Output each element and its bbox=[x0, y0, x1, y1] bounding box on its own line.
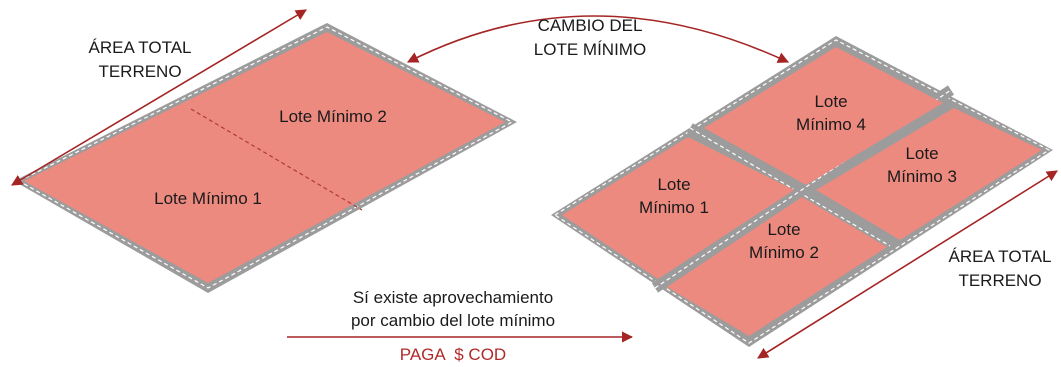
right-lot-4-label-line2: Mínimo 4 bbox=[796, 115, 866, 134]
right-terrain: Lote Mínimo 1 Lote Mínimo 4 Lote Mínimo … bbox=[551, 36, 1053, 347]
right-lot-2-label-line1: Lote bbox=[767, 220, 800, 239]
right-lot-2-label-line2: Mínimo 2 bbox=[749, 243, 819, 262]
right-road-dash bbox=[553, 39, 1051, 344]
left-lot-1-label: Lote Mínimo 1 bbox=[154, 189, 262, 208]
left-lot-2-label: Lote Mínimo 2 bbox=[279, 107, 387, 126]
change-curved-arrow bbox=[407, 15, 790, 63]
right-lot-3-label-line1: Lote bbox=[905, 144, 938, 163]
left-terrain: Lote Mínimo 1 Lote Mínimo 2 bbox=[14, 23, 517, 293]
change-label-line2: LOTE MÍNIMO bbox=[534, 40, 646, 59]
right-lot-1-label-line1: Lote bbox=[657, 175, 690, 194]
right-lot-1-label-line2: Mínimo 1 bbox=[639, 198, 709, 217]
right-area-label-line2: TERRENO bbox=[958, 271, 1041, 290]
benefit-label-line2: por cambio del lote mínimo bbox=[351, 311, 555, 330]
right-lot-4 bbox=[704, 47, 943, 185]
left-area-label-line1: ÁREA TOTAL bbox=[89, 38, 192, 57]
benefit-label-line1: Sí existe aprovechamiento bbox=[353, 288, 553, 307]
pays-cod-label: PAGA $ COD bbox=[400, 345, 506, 364]
right-area-arrow bbox=[757, 170, 1058, 359]
right-lot-4-label-line1: Lote bbox=[814, 92, 847, 111]
right-area-label-line1: ÁREA TOTAL bbox=[949, 247, 1052, 266]
left-area-arrow bbox=[11, 9, 307, 186]
left-plot-area bbox=[24, 32, 505, 283]
change-label-line1: CAMBIO DEL bbox=[538, 16, 643, 35]
right-lot-3-label-line2: Mínimo 3 bbox=[887, 167, 957, 186]
right-lot-1 bbox=[562, 137, 794, 279]
right-road-internal-a-dash bbox=[689, 127, 891, 247]
left-area-label-line2: TERRENO bbox=[98, 62, 181, 81]
